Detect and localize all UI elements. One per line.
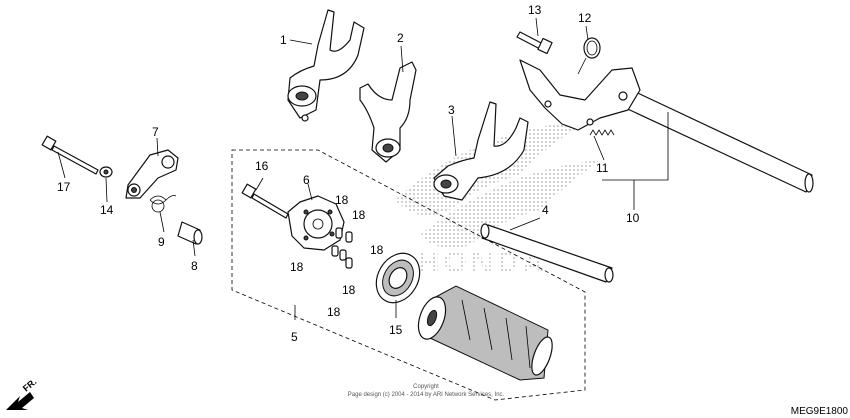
callout-18-d[interactable]: 18 — [290, 260, 304, 274]
callout-3[interactable]: 3 — [448, 103, 455, 117]
callout-15[interactable]: 15 — [389, 323, 403, 337]
callout-17[interactable]: 17 — [57, 180, 71, 194]
collar-8[interactable] — [177, 221, 203, 245]
fork-shaft-4[interactable] — [480, 223, 614, 283]
callout-11[interactable]: 11 — [596, 161, 609, 175]
spring-9[interactable] — [149, 195, 177, 213]
callout-14[interactable]: 14 — [100, 203, 114, 217]
stopper-arm-7[interactable] — [125, 149, 179, 199]
pins-18[interactable] — [331, 227, 353, 269]
gearshift-spindle-10[interactable] — [519, 59, 814, 193]
bolt-17[interactable] — [41, 135, 99, 175]
callout-6[interactable]: 6 — [303, 173, 310, 187]
leader-lines — [57, 17, 669, 320]
callout-12[interactable]: 12 — [578, 11, 592, 25]
shift-fork-2[interactable] — [359, 61, 417, 163]
callout-labels: 1 2 3 4 5 6 7 8 9 10 11 12 13 14 15 16 1… — [57, 3, 640, 344]
front-marker-label: FR. — [21, 377, 39, 394]
bolt-16[interactable] — [241, 183, 289, 219]
shift-fork-1[interactable] — [287, 9, 365, 122]
callout-2[interactable]: 2 — [397, 31, 404, 45]
shift-fork-3[interactable] — [433, 101, 529, 201]
drum-center-6[interactable] — [287, 195, 345, 251]
callout-18-f[interactable]: 18 — [327, 305, 341, 319]
group-5-outline — [231, 149, 586, 401]
copyright-title: Copyright — [413, 384, 439, 390]
callout-18-a[interactable]: 18 — [335, 193, 349, 207]
callout-8[interactable]: 8 — [191, 259, 198, 273]
return-spring-12[interactable] — [577, 37, 601, 75]
front-arrow: FR. — [6, 377, 38, 410]
diagram-code: MEG9E1800 — [791, 406, 849, 417]
callout-18-b[interactable]: 18 — [352, 208, 366, 222]
callout-4[interactable]: 4 — [542, 203, 549, 217]
callout-7[interactable]: 7 — [152, 125, 159, 139]
bearing-15[interactable] — [368, 245, 429, 310]
callout-10[interactable]: 10 — [626, 211, 640, 225]
callout-9[interactable]: 9 — [158, 235, 165, 249]
callout-18-c[interactable]: 18 — [370, 243, 384, 257]
shift-drum[interactable] — [413, 285, 556, 381]
bolt-13[interactable] — [516, 31, 553, 55]
washer-14[interactable] — [99, 166, 113, 178]
callout-18-e[interactable]: 18 — [342, 283, 356, 297]
return-spring-11[interactable] — [589, 129, 615, 136]
callout-13[interactable]: 13 — [528, 3, 542, 17]
callout-1[interactable]: 1 — [280, 33, 287, 47]
callout-16[interactable]: 16 — [255, 159, 269, 173]
callout-5[interactable]: 5 — [291, 330, 298, 344]
copyright-text: Page design (c) 2004 - 2014 by ARI Netwo… — [348, 392, 505, 398]
